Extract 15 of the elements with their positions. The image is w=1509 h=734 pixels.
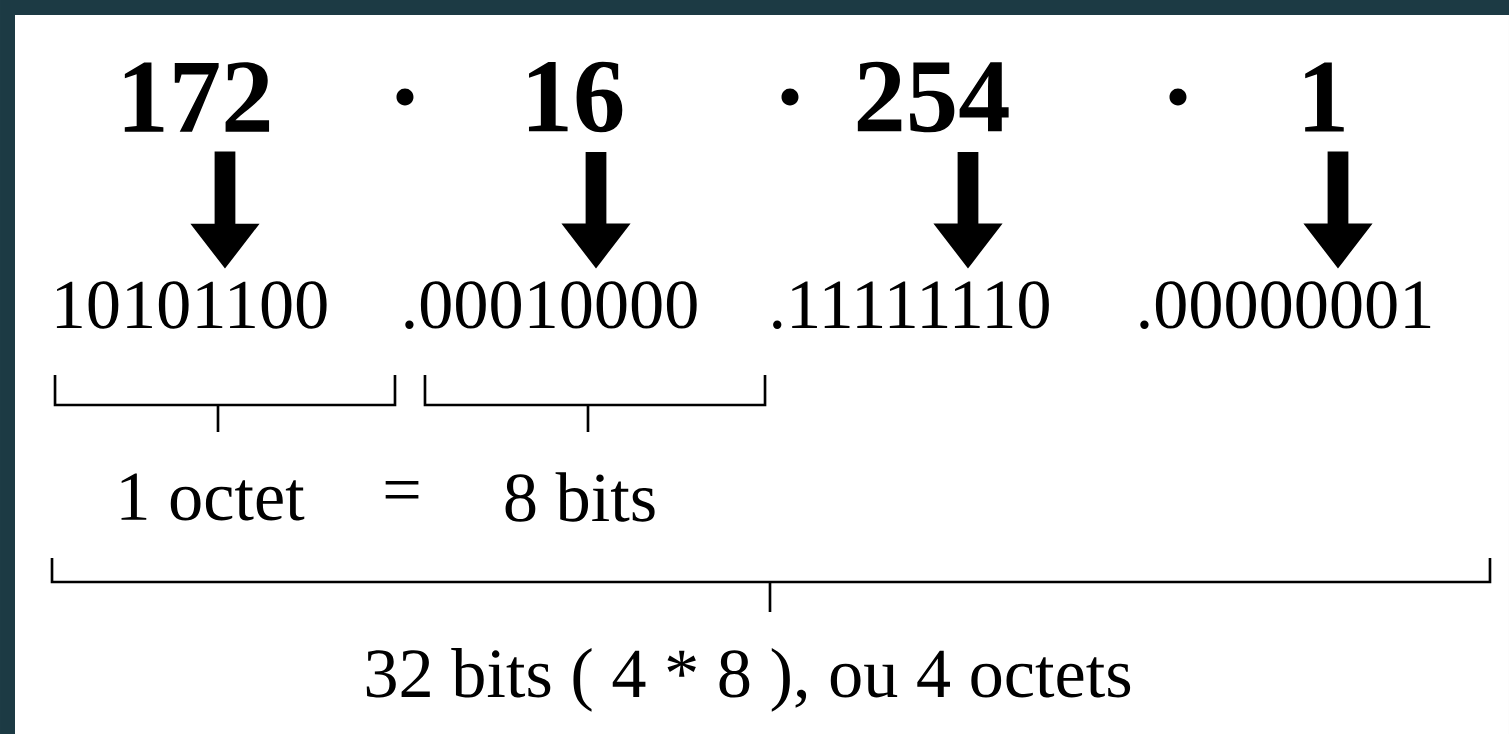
number-text: 1: [1305, 62, 1344, 132]
size-label: 1 octet: [121, 473, 305, 521]
number-text: 16: [529, 61, 623, 133]
number-text: 254: [857, 61, 1009, 133]
binary-text: .11111110: [773, 281, 1049, 329]
dot-separator: .: [1169, 88, 1187, 106]
binary-text: .00010000: [405, 281, 697, 329]
size-label: 32 bits ( 4 * 8 ), ou 4 octets: [366, 648, 1131, 712]
equals-sign: =: [385, 480, 419, 499]
binary-text: 10101100: [56, 281, 327, 329]
number-text: 172: [124, 62, 270, 132]
size-label: 8 bits: [505, 472, 655, 522]
binary-text: .00000001: [1140, 281, 1431, 329]
dot-separator: .: [396, 88, 414, 106]
dot-separator: .: [781, 88, 799, 106]
